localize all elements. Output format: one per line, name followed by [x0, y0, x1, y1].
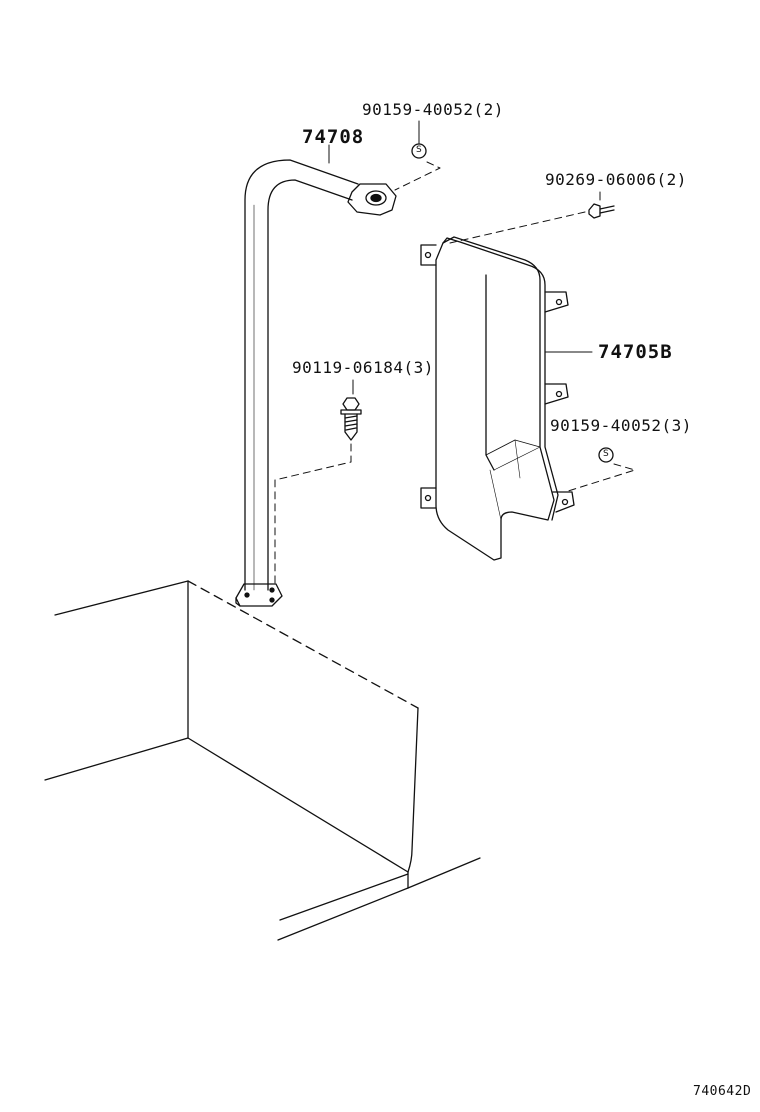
bolt-icon: [588, 203, 615, 219]
part-label-90159-40052-top: 90159-40052(2): [362, 100, 504, 119]
diagram-code: 740642D: [693, 1084, 752, 1099]
part-label-90159-40052-right: 90159-40052(3): [550, 416, 692, 435]
mud-guard-74705b: [420, 236, 575, 561]
vehicle-body: [44, 580, 481, 941]
part-label-90119-06184: 90119-06184(3): [292, 358, 434, 377]
support-pipe-74708: [235, 159, 397, 607]
part-label-74705b: 74705B: [598, 341, 673, 363]
washer-mark-right: S: [603, 449, 609, 459]
part-label-74708: 74708: [302, 126, 365, 148]
washer-mark-top: S: [416, 145, 422, 155]
screw-icon: [340, 397, 362, 441]
washer-icon: [411, 143, 614, 463]
part-label-90269-06006: 90269-06006(2): [545, 170, 687, 189]
